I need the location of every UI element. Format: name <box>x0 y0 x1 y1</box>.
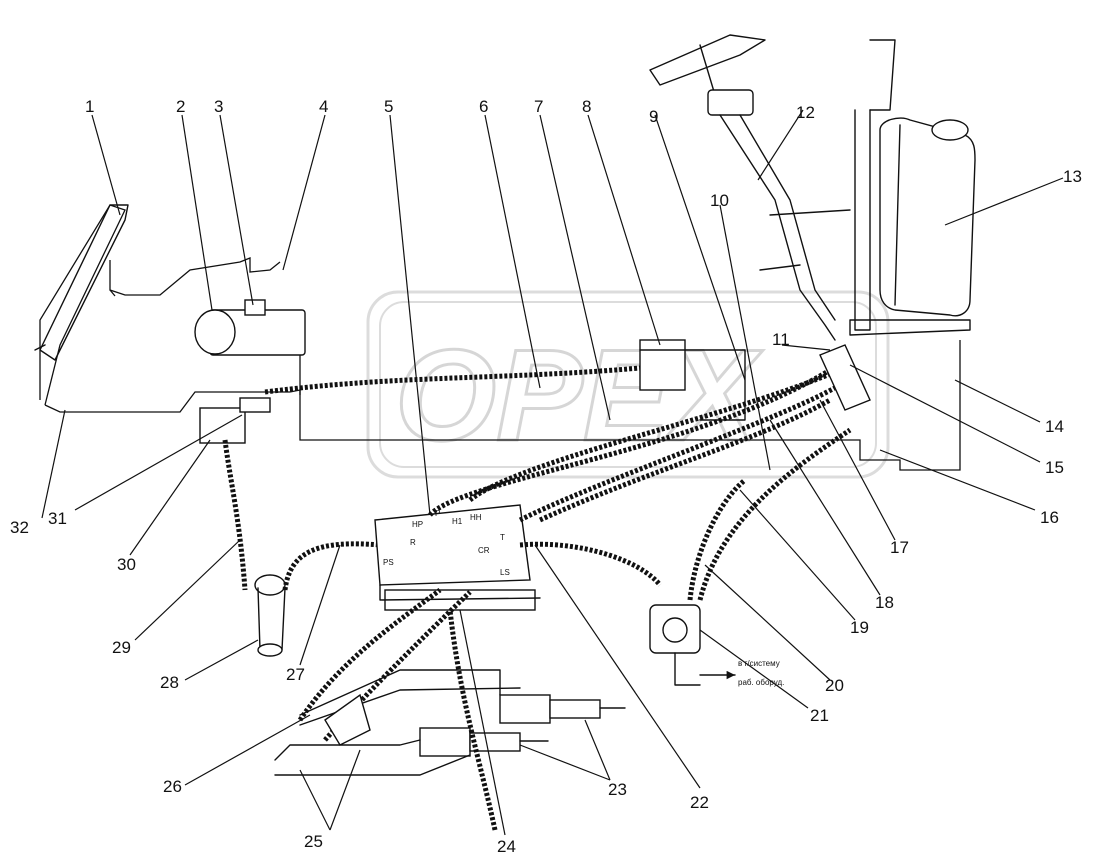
valve-label-h1: H1 <box>452 517 463 526</box>
steering-valve-unit <box>819 344 871 411</box>
filter-block <box>199 397 271 444</box>
callout-14: 14 <box>1045 417 1064 436</box>
callout-29: 29 <box>112 638 131 657</box>
callout-24: 24 <box>497 837 516 856</box>
tank-assembly <box>194 299 306 356</box>
callout-16: 16 <box>1040 508 1059 527</box>
pump-21: в г/систему раб. оборуд. <box>649 604 784 687</box>
distributor-block: HP HH P H1 R T CR PS LS <box>374 504 541 611</box>
callout-15: 15 <box>1045 458 1064 477</box>
callout-28: 28 <box>160 673 179 692</box>
callout-20: 20 <box>825 676 844 695</box>
callout-7: 7 <box>534 97 543 116</box>
bracket-26 <box>324 693 371 746</box>
valve-label-ps: PS <box>383 558 394 567</box>
callout-4: 4 <box>319 97 328 116</box>
pump-note-line2: раб. оборуд. <box>738 678 784 687</box>
callout-21: 21 <box>810 706 829 725</box>
callout-31: 31 <box>48 509 67 528</box>
pump-bottle <box>254 574 286 657</box>
lift-cylinders <box>419 694 626 757</box>
callout-2: 2 <box>176 97 185 116</box>
hose-27 <box>282 541 381 591</box>
valve-label-t: T <box>500 533 505 542</box>
callout-19: 19 <box>850 618 869 637</box>
leader-lines <box>41 109 1064 836</box>
main-hoses <box>264 365 852 601</box>
callout-13: 13 <box>1063 167 1082 186</box>
callout-8: 8 <box>582 97 591 116</box>
valve-label-p: P <box>435 509 440 518</box>
callout-11: 11 <box>772 330 790 349</box>
callout-3: 3 <box>214 97 223 116</box>
callout-18: 18 <box>875 593 894 612</box>
callout-1: 1 <box>85 97 94 116</box>
callout-26: 26 <box>163 777 182 796</box>
valve-label-ls: LS <box>500 568 510 577</box>
steering-assembly <box>649 34 851 341</box>
callout-6: 6 <box>479 97 488 116</box>
cab-and-tank <box>849 39 976 336</box>
engine-hood-panel <box>34 204 129 361</box>
lower-hoses <box>274 587 521 831</box>
unit-8 <box>639 339 746 421</box>
watermark-text: OPEX <box>395 322 764 468</box>
callout-5: 5 <box>384 97 393 116</box>
callout-12: 12 <box>796 103 815 122</box>
valve-label-hp: HP <box>412 520 423 529</box>
callout-9: 9 <box>649 107 658 126</box>
valve-label-cr: CR <box>478 546 490 555</box>
callout-labels: 1 2 3 4 5 6 7 8 9 10 11 12 13 14 15 16 1… <box>10 97 1082 856</box>
valve-label-r: R <box>410 538 416 547</box>
pump-note-line1: в г/систему <box>738 659 780 668</box>
watermark: OPEX <box>366 290 890 479</box>
callout-30: 30 <box>117 555 136 574</box>
callout-22: 22 <box>690 793 709 812</box>
hose-29 <box>222 439 248 591</box>
valve-label-hh: HH <box>470 513 482 522</box>
callout-23: 23 <box>608 780 627 799</box>
callout-10: 10 <box>710 191 729 210</box>
callout-17: 17 <box>890 538 909 557</box>
callout-27: 27 <box>286 665 305 684</box>
callout-25: 25 <box>304 832 323 851</box>
callout-32: 32 <box>10 518 29 537</box>
